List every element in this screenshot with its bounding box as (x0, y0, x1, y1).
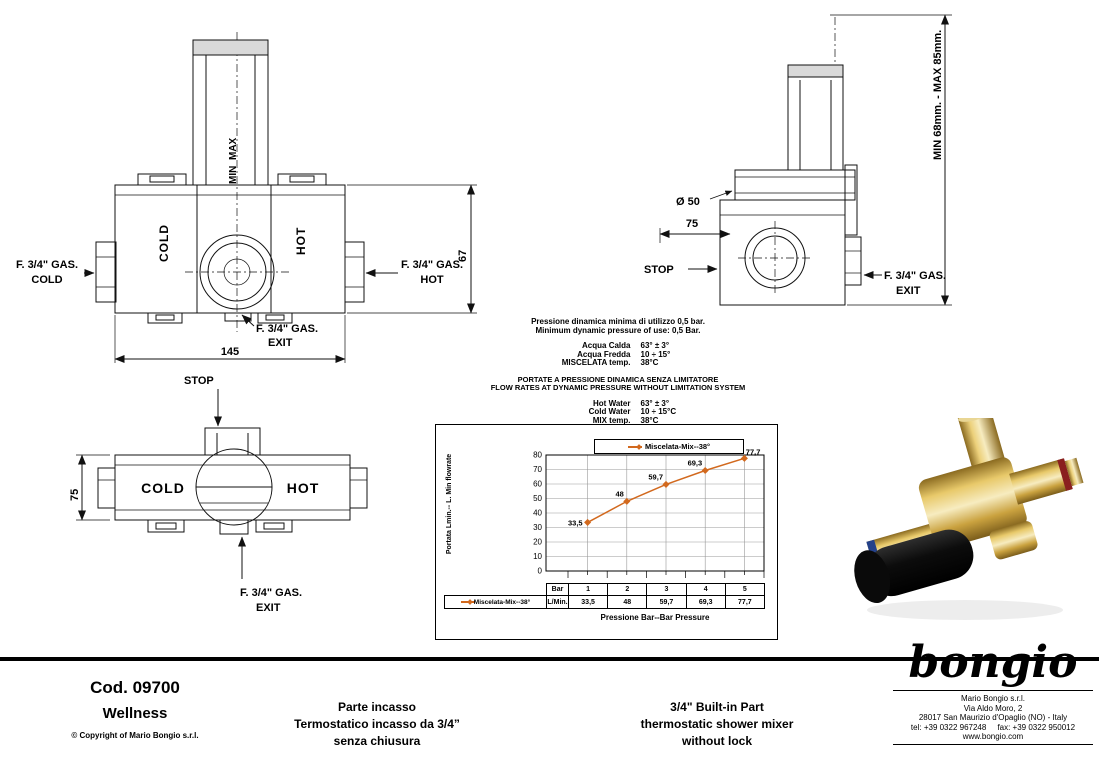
product-handle-cap (854, 550, 891, 604)
legend-line-marker (627, 445, 642, 448)
product-lower-fitting (989, 521, 1038, 560)
svg-text:33,5: 33,5 (568, 518, 583, 527)
svg-text:70: 70 (533, 465, 542, 474)
product-code: Cod. 09700 (90, 678, 180, 697)
dim-67-label: 67 (457, 250, 469, 262)
svg-text:69,3: 69,3 (688, 459, 703, 468)
svg-text:80: 80 (533, 451, 542, 460)
series-legend-cell: Miscelata-Mix--38° (444, 595, 547, 609)
description-english: 3/4" Built-in Part thermostatic shower m… (640, 700, 794, 748)
pressure-notes: Pressione dinamica minima di utilizzo 0,… (468, 317, 768, 425)
svg-text:20: 20 (533, 538, 542, 547)
copyright-note: © Copyright of Mario Bongio s.r.l. (71, 731, 199, 740)
phone-fax: tel: +39 0322 967248 fax: +39 0322 95001… (910, 722, 1076, 732)
front-exit-label-1: F. 3/4" GAS. (256, 323, 318, 335)
flow-rate-chart: Portata Lmin.-- L. Min flowrate Miscelat… (435, 424, 778, 640)
company-name: Mario Bongio s.r.l. (960, 694, 1026, 703)
max-label: MAX (228, 137, 239, 160)
svg-text:77,7: 77,7 (746, 447, 761, 456)
svg-text:50: 50 (533, 494, 542, 503)
value-cell: 77,7 (724, 595, 765, 609)
product-handle (867, 529, 974, 597)
front-right-port-label-1: F. 3/4" GAS. (401, 259, 463, 271)
brand-rule-top (893, 690, 1093, 691)
dim-145-label: 145 (221, 346, 239, 358)
svg-text:48: 48 (615, 489, 623, 498)
product-photo (854, 418, 1084, 620)
top-stop-label: STOP (184, 375, 214, 387)
chart-legend: Miscelata-Mix--38° (594, 439, 744, 454)
footer-divider (0, 657, 1099, 661)
brand-block: bongio Mario Bongio s.r.l. Via Aldo Moro… (893, 638, 1093, 748)
min-pressure-it: Pressione dinamica minima di utilizzo 0,… (531, 317, 705, 326)
address-line-2: 28017 San Maurizio d'Opaglio (NO) - Ital… (918, 713, 1068, 722)
chart-x-axis-title: Pressione Bar--Bar Pressure (600, 613, 710, 622)
svg-text:40: 40 (533, 509, 542, 518)
unit-cell: L/Min. (546, 595, 569, 609)
product-right-port (1009, 458, 1072, 505)
front-view-drawing: MAX MIN COLD HOT F. 3/4" GAS. COLD F (16, 32, 477, 363)
product-body-group (854, 418, 1084, 604)
side-stop-label: STOP (644, 264, 674, 276)
address-line-1: Via Aldo Moro, 2 (963, 703, 1023, 713)
value-cell: 33,5 (568, 595, 609, 609)
value-cell: 59,7 (646, 595, 687, 609)
chart-canvas: 0 10 20 30 40 50 60 70 80 33,5 48 59,7 69,3 77,7 (533, 447, 765, 578)
diameter-label: Ø 50 (676, 196, 700, 208)
depth-range-label: MIN 68mm. - MAX 85mm. (932, 30, 944, 160)
svg-text:10: 10 (533, 552, 542, 561)
bongio-logo: bongio (908, 637, 1078, 688)
svg-text:30: 30 (533, 523, 542, 532)
side-75-label: 75 (686, 218, 698, 230)
top-hot-label: HOT (287, 480, 320, 496)
brand-rule-bottom (893, 743, 1093, 745)
product-series: Wellness (102, 705, 168, 722)
side-view-drawing: MIN 68mm. - MAX 85mm. STOP Ø 50 75 F. 3/… (644, 14, 952, 306)
svg-text:59,7: 59,7 (648, 472, 663, 481)
min-label: MIN (228, 166, 239, 184)
front-left-port-label-2: COLD (31, 274, 62, 286)
side-exit-label-1: F. 3/4" GAS. (884, 270, 946, 282)
top-75-label: 75 (69, 489, 81, 501)
side-exit-label-2: EXIT (896, 285, 921, 297)
product-shadow (867, 600, 1063, 620)
product-code-block: Cod. 09700 Wellness © Copyright of Mario… (20, 678, 250, 740)
top-view-drawing: STOP COLD HOT 75 F. 3/4" GAS. (69, 375, 368, 614)
front-exit-label-2: EXIT (268, 337, 293, 349)
product-center-body (918, 457, 1027, 549)
value-cell: 69,3 (685, 595, 726, 609)
front-hot-label: HOT (294, 227, 308, 255)
value-cell: 48 (607, 595, 648, 609)
flow-rate-note: PORTATE A PRESSIONE DINAMICA SENZA LIMIT… (490, 374, 746, 392)
legend-label: Miscelata-Mix--38° (644, 442, 711, 451)
svg-text:60: 60 (533, 480, 542, 489)
front-cold-label: COLD (157, 224, 171, 262)
top-cold-label: COLD (141, 480, 185, 496)
description-italian: Parte incasso Termostatico incasso da 3/… (294, 700, 460, 748)
min-pressure-en: Minimum dynamic pressure of use: 0,5 Bar… (535, 325, 701, 335)
top-exit-label-1: F. 3/4" GAS. (240, 587, 302, 599)
website: www.bongio.com (962, 732, 1024, 741)
product-top-fitting (957, 418, 1007, 474)
front-left-port-label-1: F. 3/4" GAS. (16, 259, 78, 271)
svg-text:0: 0 (538, 567, 543, 576)
front-right-port-label-2: HOT (420, 274, 444, 286)
top-exit-label-2: EXIT (256, 602, 281, 614)
